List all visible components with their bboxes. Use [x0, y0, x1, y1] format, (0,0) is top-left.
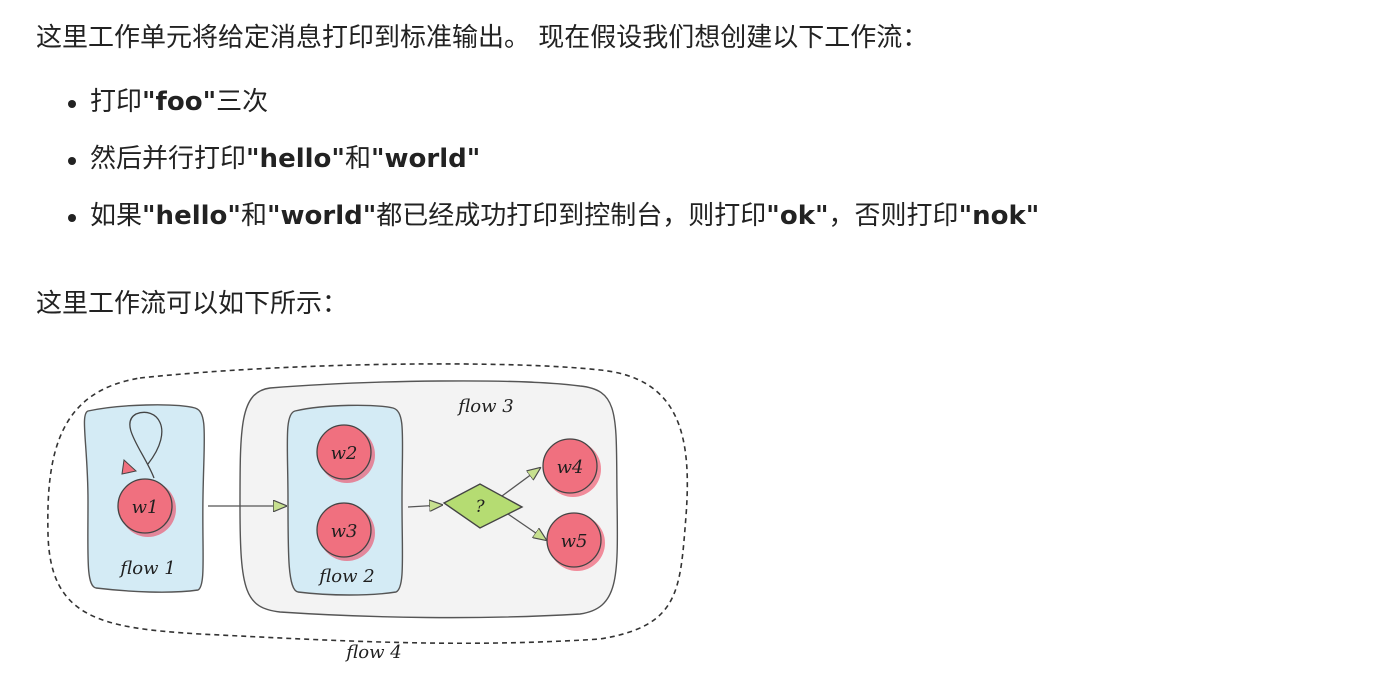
quoted-message: "foo" — [142, 87, 217, 117]
flow2-label: flow 2 — [317, 566, 374, 587]
step-text: 然后并行打印 — [90, 144, 247, 174]
quoted-message: "world" — [370, 144, 481, 174]
node-label: w1 — [132, 497, 159, 518]
intro-paragraph: 这里工作单元将给定消息打印到标准输出。 现在假设我们想创建以下工作流： — [36, 23, 929, 53]
arrow-decision-to-w4 — [501, 468, 540, 497]
decision-diamond — [442, 483, 524, 529]
step-text: 都已经成功打印到控制台，则打印 — [376, 201, 767, 231]
node-label: w5 — [561, 531, 588, 552]
decision-label: ? — [475, 497, 485, 517]
list-item: 打印"foo"三次 — [67, 84, 1039, 120]
quoted-message: "nok" — [958, 201, 1040, 231]
arrow-decision-to-w5 — [507, 513, 546, 540]
step-text: 打印 — [90, 87, 143, 117]
w1-loop-arrowhead — [121, 458, 138, 475]
workflow-caption: 这里工作流可以如下所示： — [36, 289, 349, 319]
node-w1: w1 — [117, 478, 176, 537]
node-w5: w5 — [546, 512, 605, 571]
flow4-boundary — [47, 363, 689, 645]
node-label: w2 — [331, 443, 358, 464]
list-item: 如果"hello"和"world"都已经成功打印到控制台，则打印"ok"，否则打… — [67, 198, 1040, 234]
list-item: 然后并行打印"hello"和"world" — [67, 141, 1039, 177]
flow3-label: flow 3 — [456, 396, 513, 417]
workflow-diagram: ? w1 w2 w3 w4 w5 flow 1 flow 2 flow 3 fl… — [47, 363, 689, 663]
step-text: 三次 — [216, 87, 269, 117]
node-w4: w4 — [542, 438, 601, 497]
quoted-message: "hello" — [142, 201, 241, 231]
flow1-label: flow 1 — [118, 558, 175, 579]
step-text: 和 — [240, 201, 267, 231]
node-w2: w2 — [316, 424, 375, 483]
node-label: w4 — [557, 457, 584, 478]
w1-loop-arrow — [129, 411, 163, 479]
workflow-steps-list: 打印"foo"三次 然后并行打印"hello"和"world" 如果"hello… — [36, 84, 1039, 255]
quoted-message: "world" — [266, 201, 377, 231]
node-label: w3 — [331, 521, 358, 542]
quoted-message: "ok" — [766, 201, 829, 231]
step-text: 和 — [344, 144, 371, 174]
arrow-flow2-to-decision — [407, 505, 442, 507]
node-w3: w3 — [316, 502, 375, 561]
flow4-label: flow 4 — [344, 642, 401, 663]
step-text: 如果 — [90, 201, 143, 231]
step-text: ，否则打印 — [828, 201, 959, 231]
quoted-message: "hello" — [246, 144, 345, 174]
